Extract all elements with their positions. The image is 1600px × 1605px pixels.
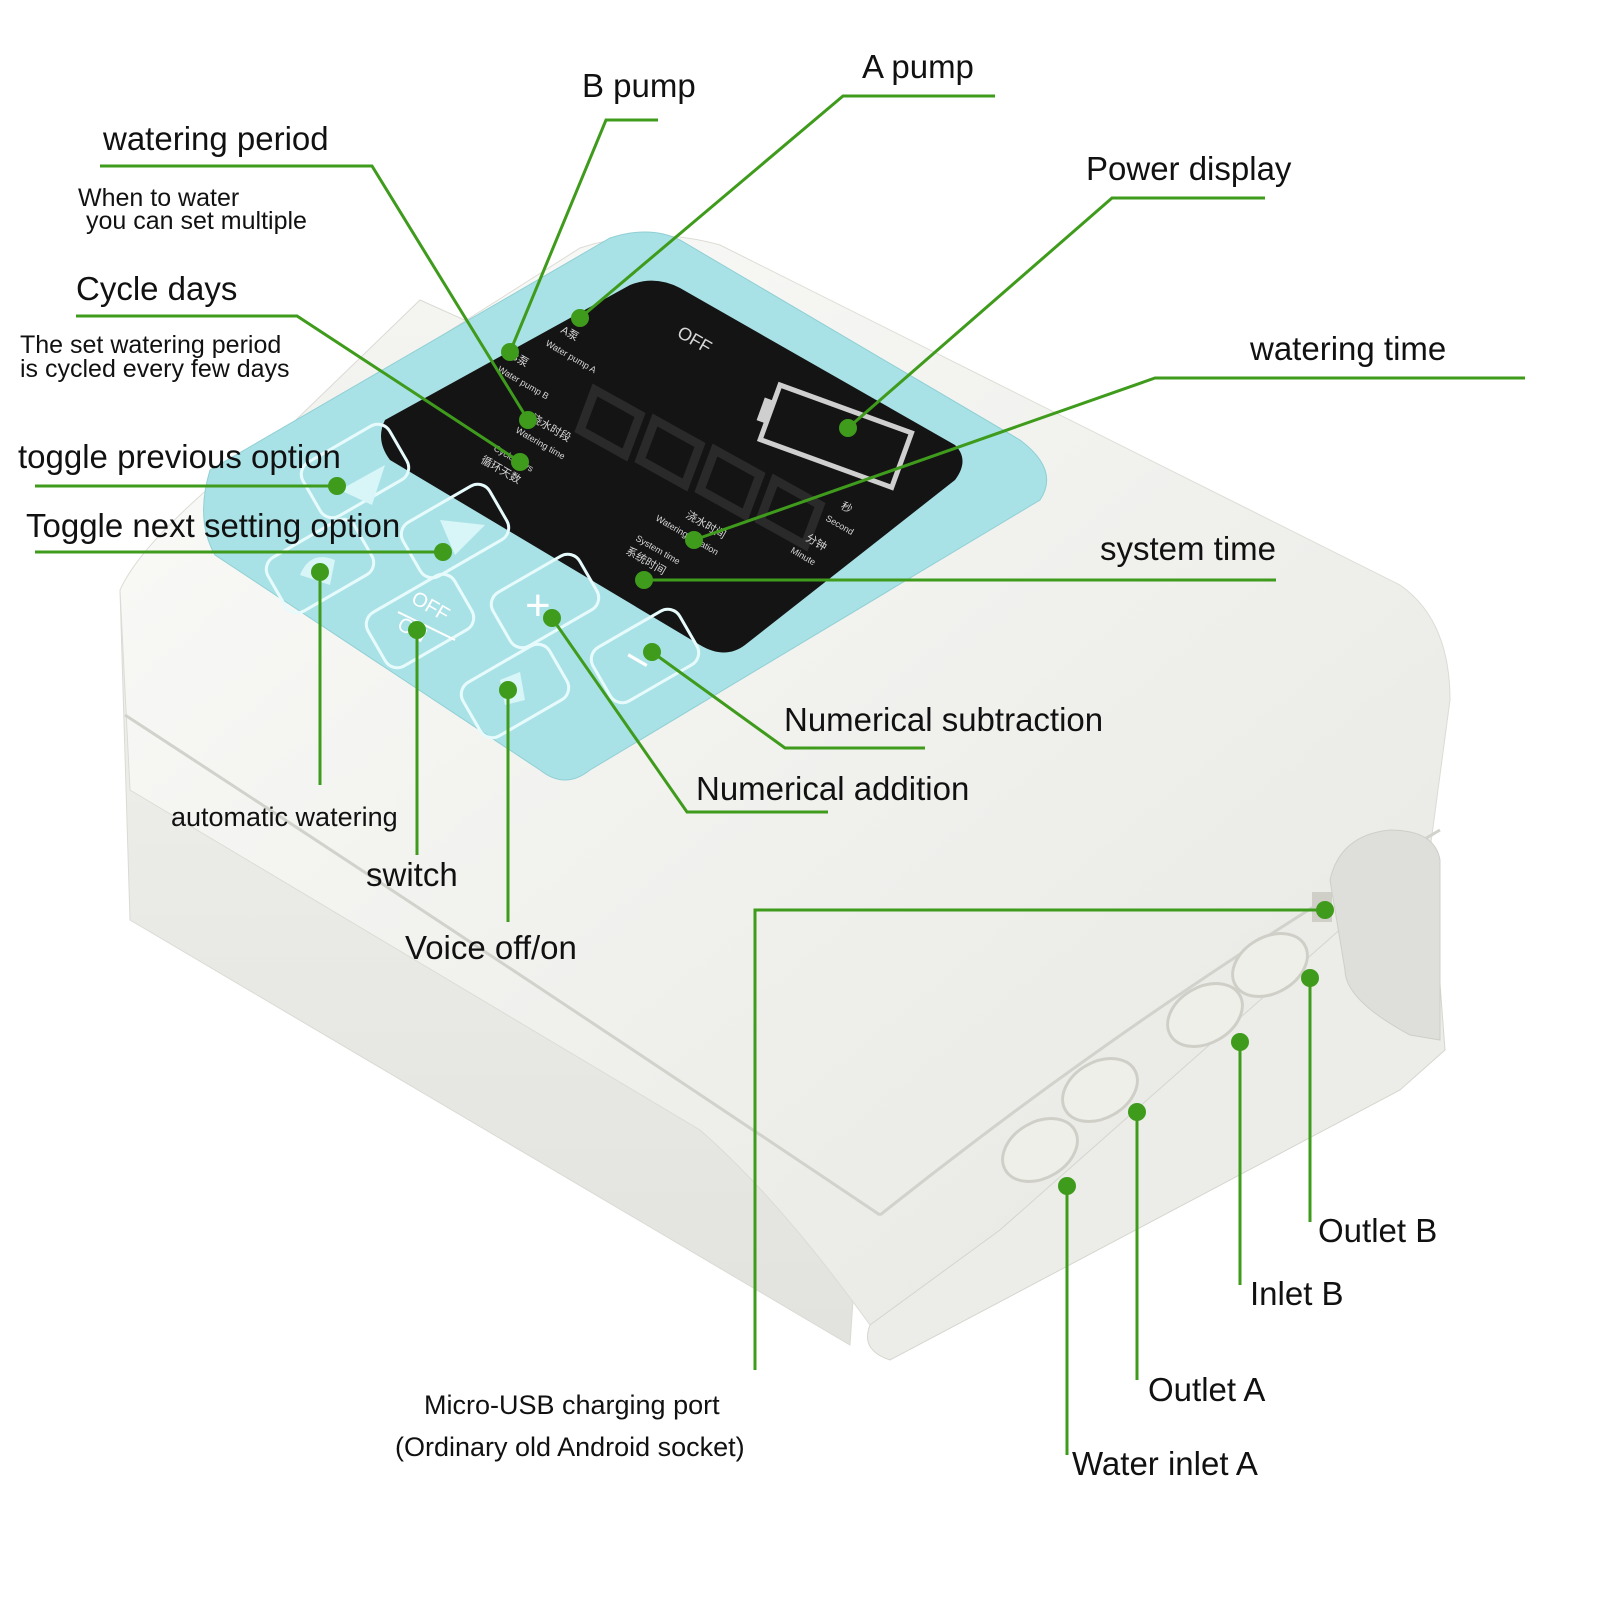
up-arrow-icon — [340, 465, 385, 505]
watering-period-note-1: When to water — [78, 184, 240, 212]
watering-time-label: watering time — [1250, 330, 1447, 367]
leader-a-pump — [579, 94, 995, 320]
switch-label: switch — [366, 856, 458, 893]
leader-watering-time-dot — [685, 531, 703, 549]
nozzles — [1001, 932, 1309, 1183]
a-pump-label: A pump — [862, 48, 974, 85]
watering-period-note-2: you can set multiple — [86, 207, 307, 235]
down-arrow-icon — [440, 520, 485, 555]
leader-a-pump-dot — [571, 309, 589, 327]
nozzle-inlet-b — [1166, 982, 1244, 1048]
leader-addition-dot — [543, 609, 561, 627]
leader-usb-dot — [1316, 901, 1334, 919]
leader-toggle-previous-dot — [328, 477, 346, 495]
lcd-display — [381, 280, 963, 653]
outlet-a-label: Outlet A — [1148, 1371, 1266, 1408]
cycle-days-note-1: The set watering period — [20, 331, 282, 359]
lcd-digits — [574, 383, 826, 552]
cycle-days-label: Cycle days — [76, 270, 238, 307]
watering-period-label: watering period — [103, 120, 329, 157]
inlet-b-label: Inlet B — [1250, 1275, 1344, 1312]
leader-usb — [753, 908, 1325, 1370]
power-display-label: Power display — [1086, 150, 1292, 187]
leader-toggle-next-dot — [434, 543, 452, 561]
leader-dots — [311, 309, 1334, 1195]
outlet-b-label: Outlet B — [1318, 1212, 1438, 1249]
nozzle-outlet-a — [1061, 1057, 1139, 1123]
leader-subtraction-dot — [643, 643, 661, 661]
leader-outlet-a-dot — [1128, 1103, 1146, 1121]
minus-button[interactable] — [586, 604, 704, 708]
auto-watering-button[interactable] — [261, 514, 379, 618]
leader-switch-dot — [408, 621, 426, 639]
leader-cycle-days-dot — [511, 453, 529, 471]
battery-icon — [756, 381, 915, 491]
leader-watering-period-dot — [519, 411, 537, 429]
device-side-recess — [1329, 829, 1441, 1041]
device-seam-line — [124, 713, 881, 1217]
nozzle-outlet-b — [1231, 932, 1309, 998]
power-switch-button[interactable] — [361, 569, 479, 673]
automatic-watering-label: automatic watering — [171, 802, 398, 832]
leader-b-pump-dot — [501, 343, 519, 361]
toggle-next-label: Toggle next setting option — [26, 507, 401, 544]
leader-lines — [35, 94, 1525, 1455]
system-time-label: system time — [1100, 530, 1277, 567]
voice-label: Voice off/on — [405, 929, 577, 966]
usb-port-label-2: (Ordinary old Android socket) — [395, 1432, 745, 1462]
leader-outlet-b-dot — [1301, 969, 1319, 987]
leader-b-pump — [508, 118, 658, 353]
leader-power-display-dot — [839, 419, 857, 437]
leader-watering-period — [100, 164, 530, 421]
toggle-previous-label: toggle previous option — [18, 438, 341, 475]
nozzle-water-inlet-a — [1001, 1117, 1079, 1183]
leader-watering-time — [693, 376, 1525, 542]
leader-cycle-days — [76, 314, 521, 464]
leader-addition — [550, 617, 828, 814]
off-on-divider — [397, 611, 456, 641]
leader-water-inlet-a-dot — [1058, 1177, 1076, 1195]
leader-inlet-b-dot — [1231, 1033, 1249, 1051]
numerical-subtraction-label: Numerical subtraction — [784, 701, 1104, 738]
leader-subtraction — [651, 650, 925, 750]
water-inlet-a-label: Water inlet A — [1072, 1445, 1258, 1482]
voice-button[interactable] — [456, 639, 574, 743]
panel-buttons — [261, 422, 704, 743]
down-button[interactable] — [396, 479, 514, 583]
leader-voice-dot — [499, 681, 517, 699]
leader-auto-watering-dot — [311, 563, 329, 581]
cycle-days-note-2: is cycled every few days — [20, 355, 290, 383]
leader-system-time-dot — [635, 571, 653, 589]
usb-port-label-1: Micro-USB charging port — [424, 1390, 720, 1420]
leader-power-display — [847, 196, 1265, 430]
numerical-addition-label: Numerical addition — [696, 770, 970, 807]
b-pump-label: B pump — [582, 67, 696, 104]
